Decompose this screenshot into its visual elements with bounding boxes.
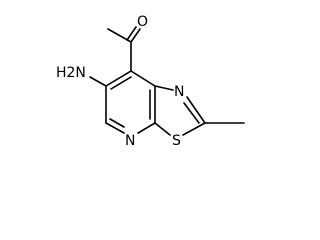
- carbonyl-oxygen-label: O: [137, 14, 148, 30]
- bond-c6-c7: [105, 70, 132, 87]
- bond-carbonyl-oxygen-2: [126, 26, 137, 41]
- bond-s1-c3a: [154, 122, 171, 136]
- bond-n4-c5-inner: [109, 118, 125, 128]
- thiazole-nitrogen-label: N: [174, 84, 184, 100]
- bond-c6-amino: [89, 76, 107, 87]
- acetyl-group: [107, 26, 141, 72]
- pyridine-ring: [89, 70, 156, 134]
- bond-c7-c7a: [130, 70, 156, 87]
- bond-carbonyl-oxygen-1: [130, 28, 141, 43]
- bond-c3a-n4: [137, 122, 156, 134]
- chemical-structure-diagram: O H2N N N S: [56, 14, 245, 149]
- pyridine-nitrogen-label: N: [125, 133, 135, 149]
- bond-n3-c2: [186, 96, 206, 124]
- bond-c2-s1: [182, 122, 206, 136]
- bond-c6-c7-inner: [110, 76, 132, 90]
- bond-n3-c2-inner: [183, 102, 200, 124]
- bond-c7a-n3: [154, 85, 174, 91]
- bond-n4-c5: [105, 122, 125, 134]
- amino-group-label: H2N: [56, 65, 86, 81]
- thiazole-ring: [154, 85, 245, 136]
- thiazole-sulfur-label: S: [172, 133, 181, 149]
